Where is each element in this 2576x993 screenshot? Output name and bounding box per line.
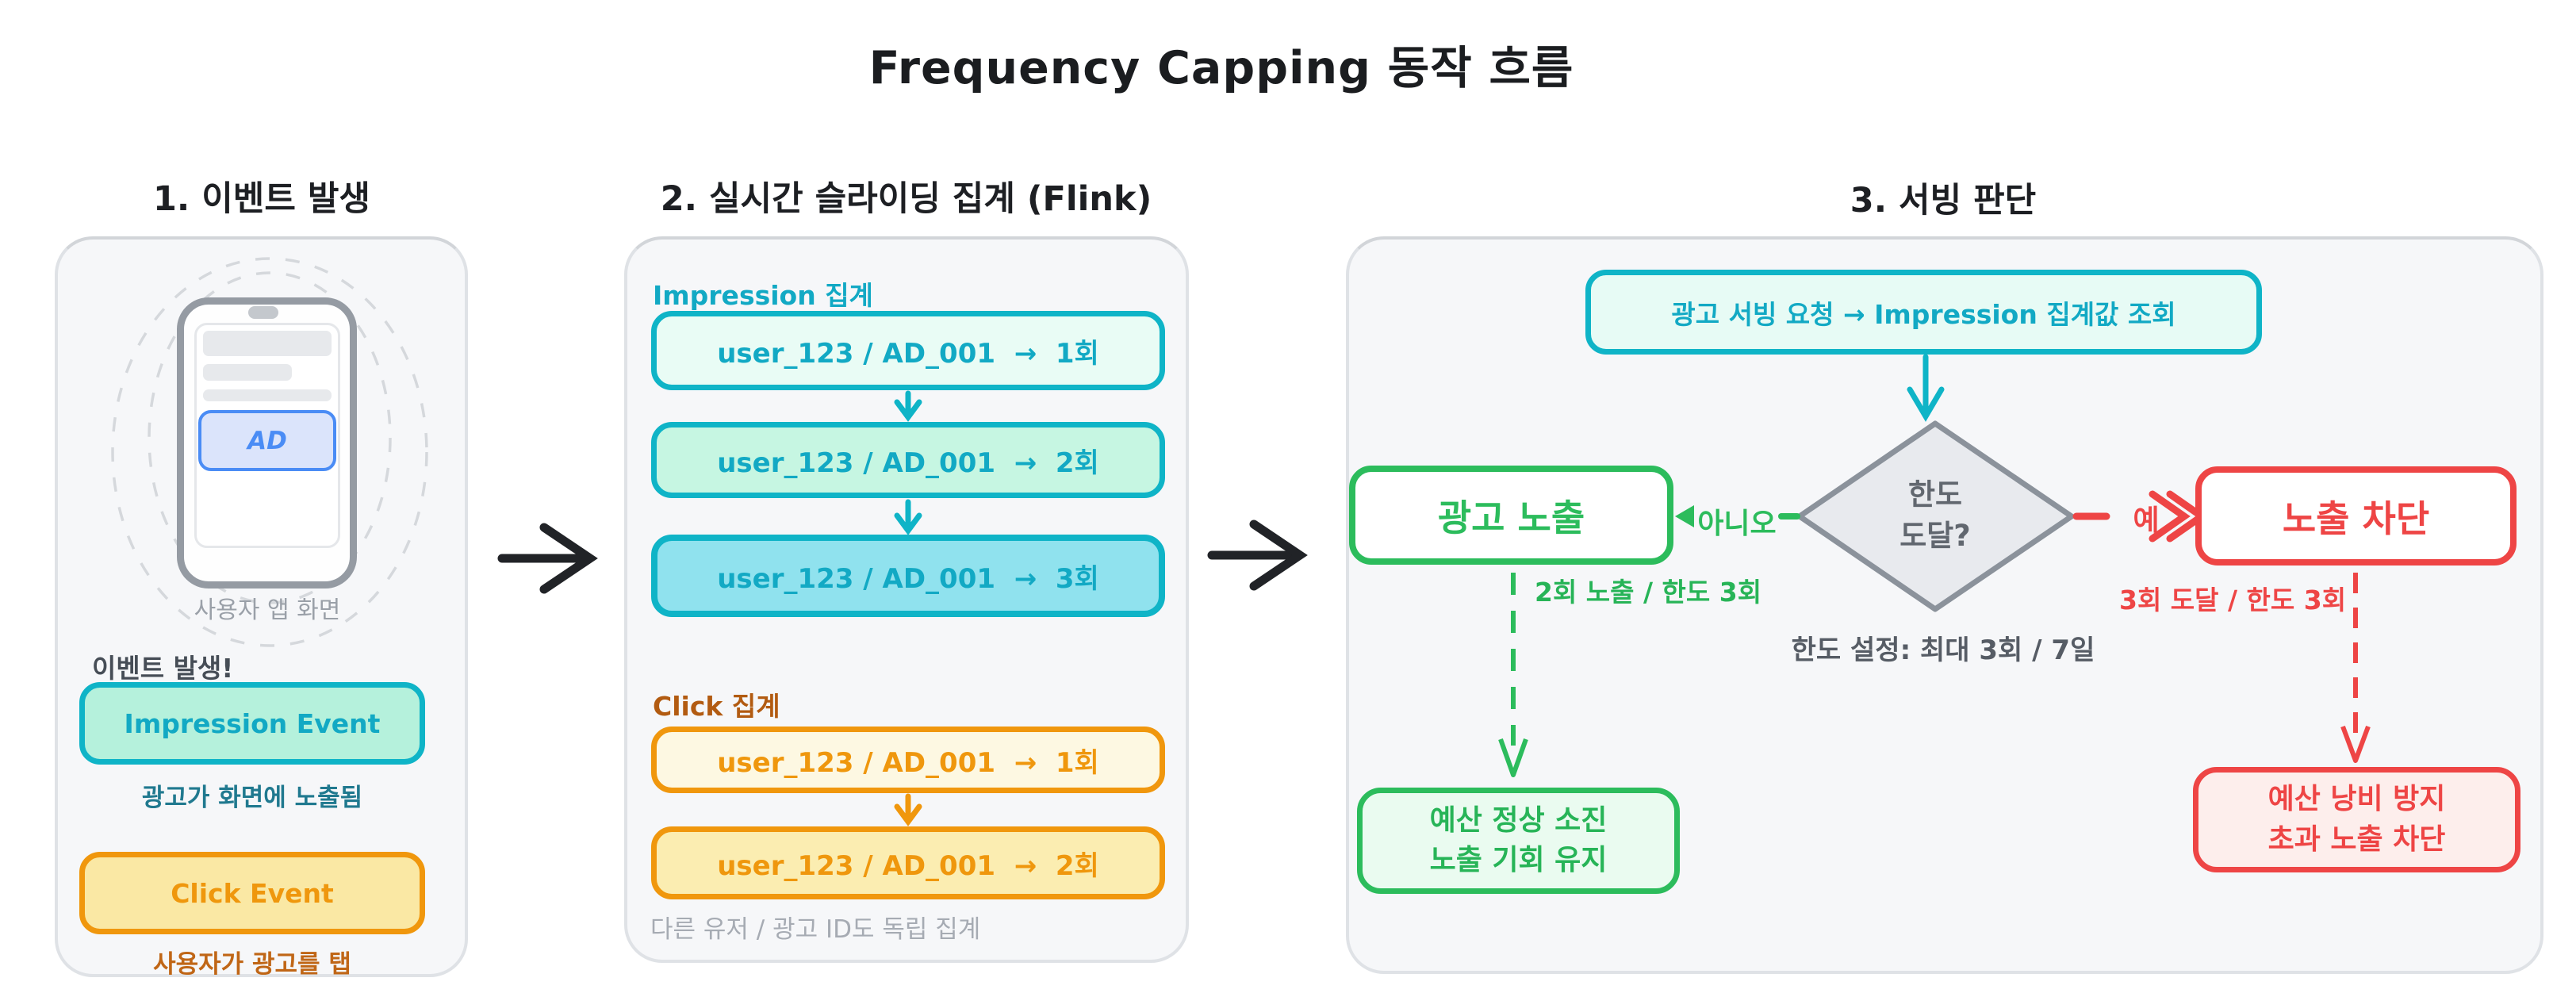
- phone-speaker-icon: [248, 306, 278, 319]
- screen-placeholder-bar: [203, 364, 292, 381]
- click-agg-label: Click 집계: [653, 691, 780, 722]
- impression-count-row: user_123 / AD_001 → 3회: [651, 535, 1165, 617]
- decision-diamond: [1796, 420, 2075, 612]
- allow-node: 광고 노출: [1349, 466, 1673, 565]
- flow-arrow-2-icon: [1207, 520, 1308, 591]
- block-result-node: 예산 낭비 방지 초과 노출 차단: [2193, 767, 2520, 872]
- impression-down-arrows-icon: [894, 390, 922, 535]
- impression-event-caption: 광고가 화면에 노출됨: [141, 784, 363, 812]
- decision-label: 한도 도달?: [1899, 477, 1971, 553]
- impression-count-row: user_123 / AD_001 → 2회: [651, 422, 1165, 498]
- limit-setting-note: 한도 설정: 최대 3회 / 7일: [1791, 635, 2095, 666]
- section2-header: 2. 실시간 슬라이딩 집계 (Flink): [660, 179, 1152, 219]
- no-branch-arrow-icon: [1675, 505, 1800, 527]
- impression-event-node: Impression Event: [79, 682, 425, 765]
- block-node: 노출 차단: [2195, 466, 2517, 566]
- section1-header: 1. 이벤트 발생: [153, 179, 370, 219]
- impression-agg-label: Impression 집계: [653, 280, 873, 311]
- diagram-title: Frequency Capping 동작 흐름: [868, 42, 1574, 94]
- block-dashed-arrow-icon: [2340, 573, 2371, 763]
- independent-agg-footnote: 다른 유저 / 광고 ID도 독립 집계: [650, 915, 981, 944]
- phone-signal-ellipses: [111, 257, 428, 647]
- impression-count-row: user_123 / AD_001 → 1회: [651, 311, 1165, 390]
- click-count-row: user_123 / AD_001 → 2회: [651, 826, 1165, 899]
- screen-placeholder-bar: [203, 331, 332, 356]
- phone-caption: 사용자 앱 화면: [194, 596, 341, 624]
- allow-result-node: 예산 정상 소진 노출 기회 유지: [1357, 788, 1680, 894]
- no-branch-label: 아니오: [1697, 508, 1777, 540]
- block-note: 3회 도달 / 한도 3회: [2119, 585, 2347, 615]
- request-to-decision-arrow-icon: [1907, 354, 1945, 422]
- allow-note: 2회 노출 / 한도 3회: [1535, 577, 1762, 608]
- ad-slot: AD: [198, 410, 336, 471]
- click-event-node: Click Event: [79, 852, 425, 934]
- screen-placeholder-bar: [203, 389, 332, 401]
- click-count-row: user_123 / AD_001 → 1회: [651, 727, 1165, 793]
- click-down-arrow-icon: [894, 793, 922, 826]
- allow-dashed-arrow-icon: [1498, 573, 1528, 777]
- event-occur-label: 이벤트 발생!: [92, 653, 234, 684]
- click-event-caption: 사용자가 광고를 탭: [153, 950, 351, 979]
- flow-arrow-1-icon: [497, 523, 598, 594]
- yes-branch-label: 예: [2133, 504, 2160, 537]
- section3-header: 3. 서빙 판단: [1850, 181, 2037, 220]
- serving-request-node: 광고 서빙 요청 → Impression 집계값 조회: [1585, 270, 2262, 355]
